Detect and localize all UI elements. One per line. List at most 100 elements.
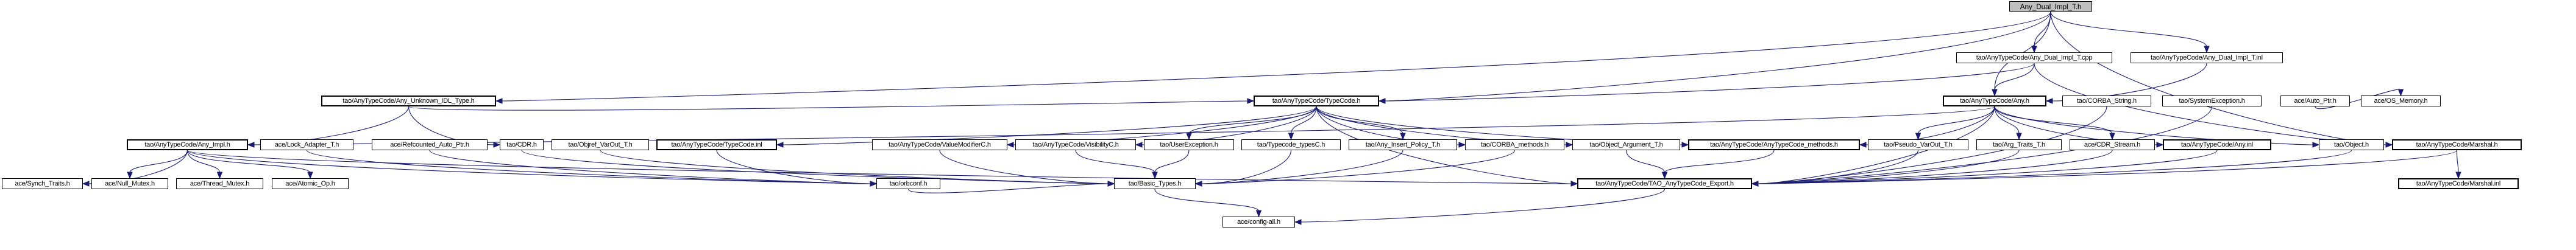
graph-edge <box>1201 150 1292 184</box>
graph-node[interactable]: tao/AnyTypeCode/Any_Unknown_IDL_Type.h <box>321 95 496 106</box>
graph-node[interactable]: ace/Synch_Traits.h <box>2 178 83 189</box>
graph-edge <box>2456 150 2459 173</box>
graph-edge-arrowhead <box>2016 133 2022 141</box>
graph-node-label: Any_Dual_Impl_T.h <box>2020 2 2082 11</box>
graph-edge <box>306 150 871 184</box>
graph-node-label: ace/Thread_Mutex.h <box>190 179 250 187</box>
graph-node[interactable]: ace/config-all.h <box>1222 217 1295 227</box>
graph-node[interactable]: ace/Auto_Ptr.h <box>2280 95 2350 106</box>
graph-edge <box>1201 150 1516 184</box>
graph-node[interactable]: tao/Object.h <box>2319 139 2384 150</box>
graph-node[interactable]: tao/AnyTypeCode/Any_Dual_Impl_T.cpp <box>1956 52 2112 63</box>
graph-node[interactable]: tao/Typecode_typesC.h <box>1241 139 1341 150</box>
graph-edge-arrowhead <box>1751 181 1759 187</box>
graph-edge <box>1075 150 1155 173</box>
graph-node-label: tao/AnyTypeCode/Any_Unknown_IDL_Type.h <box>342 97 475 105</box>
graph-node-label: ace/Lock_Adapter_T.h <box>274 141 339 148</box>
graph-node-label: ace/Atomic_Op.h <box>285 179 335 187</box>
graph-edge-arrowhead <box>1992 89 1998 97</box>
graph-node[interactable]: tao/AnyTypeCode/VisibilityC.h <box>1015 139 1136 150</box>
graph-node-label: tao/Basic_Types.h <box>1128 179 1182 187</box>
graph-node[interactable]: ace/Refcounted_Auto_Ptr.h <box>372 139 488 150</box>
graph-edge-arrowhead <box>1194 181 1202 187</box>
graph-node[interactable]: ace/CDR_Stream.h <box>2070 139 2155 150</box>
graph-edge-arrowhead <box>1751 181 1759 187</box>
graph-edge-arrowhead <box>1107 181 1115 187</box>
graph-node[interactable]: tao/Arg_Traits_T.h <box>1976 139 2062 150</box>
graph-node-label: tao/CORBA_String.h <box>2077 97 2137 105</box>
graph-edge <box>429 150 871 184</box>
graph-edge-arrowhead <box>1751 181 1759 187</box>
graph-edge-arrowhead <box>247 142 255 148</box>
graph-node[interactable]: tao/UserException.h <box>1144 139 1234 150</box>
graph-edge-arrowhead <box>1294 219 1302 225</box>
graph-edge-arrowhead <box>2156 142 2164 148</box>
graph-edge-arrowhead <box>1152 172 1158 179</box>
graph-node[interactable]: tao/Pseudo_VarOut_T.h <box>1868 139 1968 150</box>
graph-edge <box>600 150 1109 184</box>
graph-node[interactable]: ace/Lock_Adapter_T.h <box>260 139 353 150</box>
graph-node-label: ace/Null_Mutex.h <box>105 179 155 187</box>
graph-node-label: tao/AnyTypeCode/AnyTypeCode_methods.h <box>1710 141 1838 148</box>
graph-node[interactable]: tao/AnyTypeCode/Any.inl <box>2163 139 2271 150</box>
graph-edge-arrowhead <box>1378 98 1386 104</box>
graph-edge <box>1757 150 1919 184</box>
graph-edge-arrowhead <box>1751 181 1759 187</box>
graph-node[interactable]: tao/AnyTypeCode/Any.h <box>1943 95 2046 106</box>
graph-edge <box>1757 150 2352 184</box>
graph-node[interactable]: ace/Thread_Mutex.h <box>176 178 263 189</box>
graph-node-label: tao/Arg_Traits_T.h <box>1993 141 2045 148</box>
graph-edge-arrowhead <box>870 181 878 187</box>
graph-edge <box>1757 150 2113 184</box>
graph-edge-arrowhead <box>1566 142 1574 148</box>
graph-edge-arrowhead <box>1751 181 1759 187</box>
graph-edge-arrowhead <box>307 172 313 179</box>
graph-node-label: ace/config-all.h <box>1237 218 1280 226</box>
graph-node[interactable]: ace/OS_Memory.h <box>2361 95 2441 106</box>
graph-edge <box>186 150 221 173</box>
graph-node[interactable]: tao/AnyTypeCode/TAO_AnyTypeCode_Export.h <box>1577 178 1752 189</box>
graph-node[interactable]: ace/Null_Mutex.h <box>91 178 168 189</box>
graph-node[interactable]: tao/Object_Argument_T.h <box>1572 139 1680 150</box>
graph-node-label: tao/AnyTypeCode/Marshal.inl <box>2416 179 2501 187</box>
graph-node[interactable]: tao/AnyTypeCode/Marshal.inl <box>2398 178 2519 189</box>
graph-node[interactable]: tao/CORBA_methods.h <box>1465 139 1564 150</box>
graph-node[interactable]: ace/Atomic_Op.h <box>272 178 349 189</box>
graph-node[interactable]: tao/AnyTypeCode/Any_Dual_Impl_T.inl <box>2131 52 2283 63</box>
graph-node[interactable]: tao/SystemException.h <box>2162 95 2262 106</box>
graph-node-label: tao/CDR.h <box>506 141 537 148</box>
graph-edge-arrowhead <box>2385 142 2393 148</box>
graph-edge <box>186 150 311 173</box>
graph-node[interactable]: tao/AnyTypeCode/AnyTypeCode_methods.h <box>1688 139 1860 150</box>
graph-node[interactable]: tao/Any_Insert_Policy_T.h <box>1349 139 1457 150</box>
graph-node-label: ace/Synch_Traits.h <box>15 179 70 187</box>
graph-edge-arrowhead <box>2109 133 2115 141</box>
graph-edge-arrowhead <box>1107 181 1115 187</box>
graph-edge <box>1300 189 1666 223</box>
graph-node[interactable]: tao/AnyTypeCode/ValueModifierC.h <box>872 139 1007 150</box>
graph-node[interactable]: tao/AnyTypeCode/Marshal.h <box>2392 139 2522 150</box>
graph-node[interactable]: tao/AnyTypeCode/Any_Impl.h <box>127 139 248 150</box>
graph-node[interactable]: tao/Objref_VarOut_T.h <box>552 139 649 150</box>
graph-node[interactable]: tao/AnyTypeCode/TypeCode.inl <box>656 139 777 150</box>
graph-node-label: ace/CDR_Stream.h <box>2084 141 2141 148</box>
graph-node[interactable]: tao/Basic_Types.h <box>1114 178 1196 189</box>
graph-node[interactable]: tao/CORBA_String.h <box>2062 95 2151 106</box>
graph-edge <box>2034 11 2051 47</box>
graph-edge <box>1757 150 2020 184</box>
graph-node-label: tao/Object_Argument_T.h <box>1589 141 1663 148</box>
graph-edge-arrowhead <box>1681 142 1689 148</box>
graph-node[interactable]: Any_Dual_Impl_T.h <box>2009 1 2092 12</box>
graph-edge-arrowhead <box>1661 172 1668 179</box>
graph-edge <box>1384 11 2051 102</box>
graph-edge-arrowhead <box>1859 142 1867 148</box>
graph-edge <box>716 150 871 184</box>
graph-edge <box>1201 150 1403 184</box>
graph-edge-arrowhead <box>1661 172 1668 179</box>
graph-edge-arrowhead <box>870 181 878 187</box>
graph-node[interactable]: tao/orbconf.h <box>876 178 940 189</box>
graph-node[interactable]: tao/CDR.h <box>500 139 544 150</box>
graph-edge <box>1154 150 1190 173</box>
graph-node[interactable]: tao/AnyTypeCode/TypeCode.h <box>1254 95 1379 106</box>
